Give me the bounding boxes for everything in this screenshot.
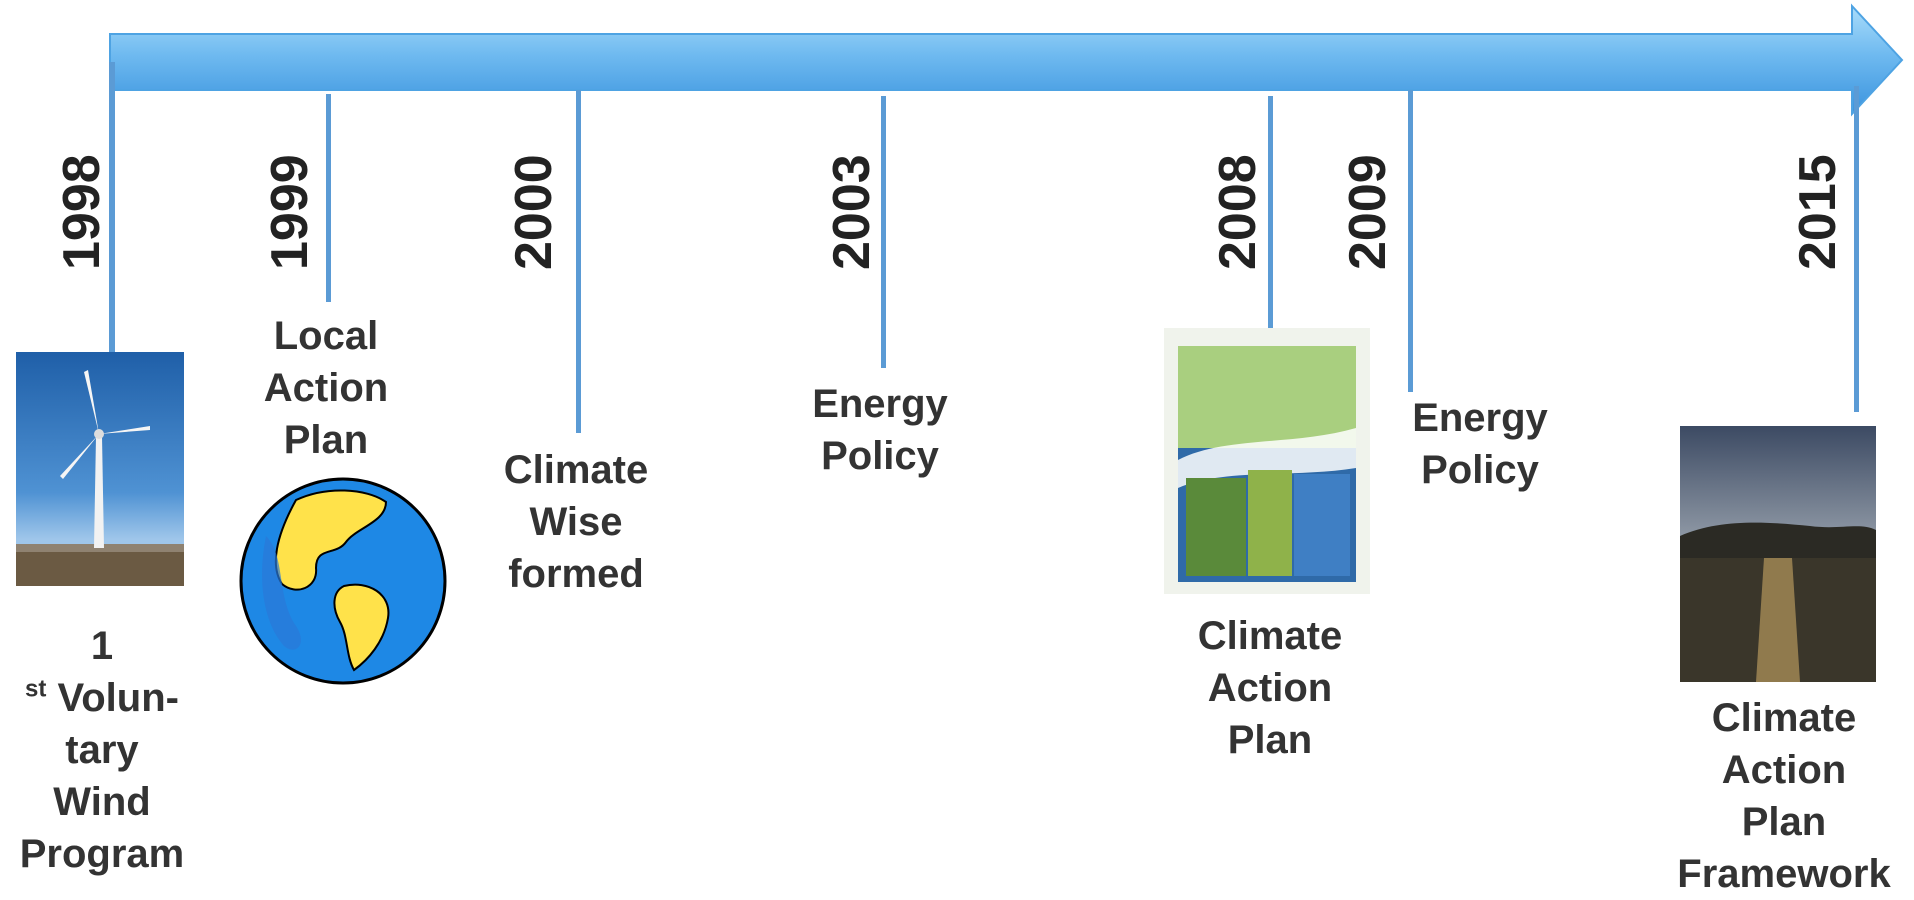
framework-cover-photo: [1680, 426, 1876, 682]
connector-1998: [109, 62, 115, 356]
timeline-arrow: [109, 3, 1904, 117]
event-label-2008: Climate Action Plan: [1197, 614, 1343, 762]
event-label-2003: Energy Policy: [812, 382, 948, 478]
event-label-2000: Climate Wise formed: [503, 448, 649, 596]
connector-2003: [881, 96, 886, 368]
year-1999: 1999: [261, 154, 319, 270]
year-2009: 2009: [1339, 154, 1397, 270]
year-2008: 2008: [1209, 154, 1267, 270]
event-label-1999: Local Action Plan: [263, 314, 389, 462]
connector-2009: [1408, 90, 1413, 392]
climate-action-plan-cover: [1164, 328, 1370, 594]
year-2015: 2015: [1789, 154, 1847, 270]
event-label-2009: Energy Policy: [1412, 396, 1548, 492]
connector-2015: [1854, 86, 1859, 412]
connector-2008: [1268, 96, 1273, 328]
globe-clipart: [239, 477, 447, 685]
year-2003: 2003: [823, 154, 881, 270]
timeline-arrow-shape: [109, 3, 1904, 117]
year-2000: 2000: [505, 154, 563, 270]
year-1998: 1998: [53, 154, 111, 270]
wind-turbine-photo: [16, 352, 184, 586]
connector-1999: [326, 94, 331, 302]
connector-2000: [576, 90, 581, 433]
event-label-2015: Climate Action Plan Framework: [1677, 696, 1891, 896]
